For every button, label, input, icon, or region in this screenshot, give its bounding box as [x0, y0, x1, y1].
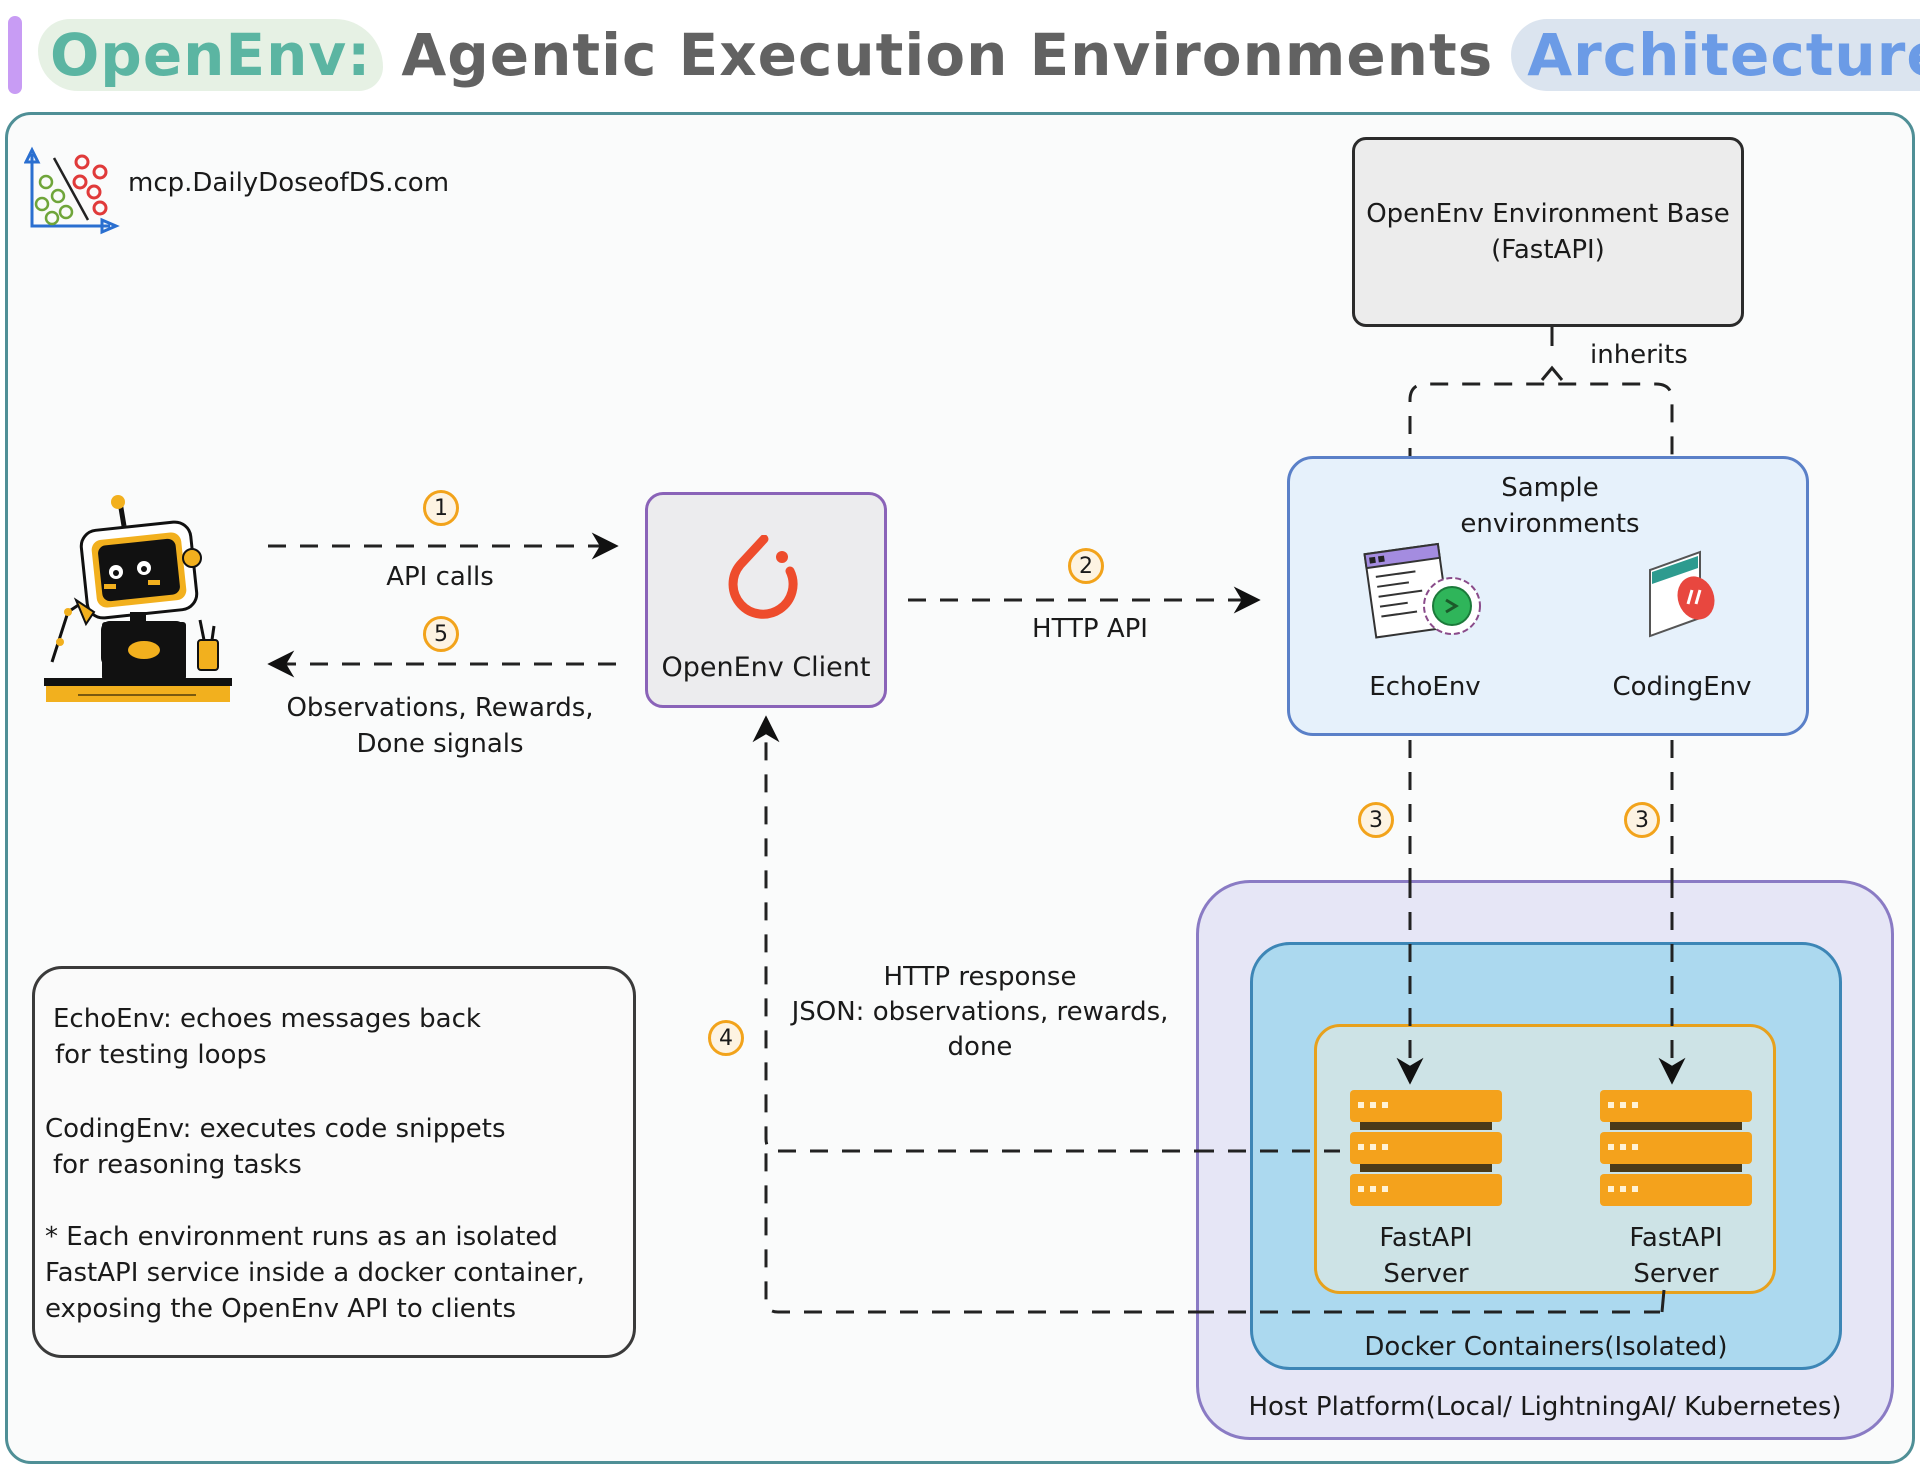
- step-badge-4: 4: [708, 1020, 744, 1056]
- scatter-classifier-icon: [24, 146, 120, 235]
- response-label-line3: done: [947, 1032, 1013, 1062]
- edge-response-2: [764, 1151, 1666, 1314]
- notes-panel: EchoEnv: echoes messages back for testin…: [32, 966, 636, 1358]
- response-label: HTTP response JSON: observations, reward…: [770, 960, 1190, 1065]
- http-api-label: HTTP API: [1032, 614, 1148, 644]
- code-window-icon: [1649, 550, 1715, 638]
- docker-label: Docker Containers(Isolated): [1364, 1332, 1728, 1362]
- note-coding-line2: for reasoning tasks: [53, 1150, 302, 1180]
- title-accent-bar: [8, 16, 22, 94]
- fastapi-server-label-echo: FastAPI Server: [1346, 1220, 1506, 1292]
- observations-label-line2: Done signals: [356, 729, 524, 759]
- echoenv-label: EchoEnv: [1369, 672, 1481, 702]
- title-openenv: OpenEnv:: [38, 19, 384, 91]
- step-badge-3-coding: 3: [1624, 802, 1660, 838]
- fastapi-server-icon-echo: [1350, 1090, 1502, 1208]
- note-footnote-line1: * Each environment runs as an isolated: [45, 1222, 558, 1252]
- note-coding-line1: CodingEnv: executes code snippets: [45, 1114, 506, 1144]
- observations-label: Observations, Rewards, Done signals: [270, 690, 610, 762]
- server-label-line1: FastAPI: [1629, 1223, 1723, 1253]
- step-badge-2: 2: [1068, 548, 1104, 584]
- note-footnote-line3: exposing the OpenEnv API to clients: [45, 1294, 517, 1324]
- observations-label-line1: Observations, Rewards,: [286, 693, 594, 723]
- note-footnote: * Each environment runs as an isolated F…: [45, 1219, 585, 1327]
- base-title: OpenEnv Environment Base: [1366, 199, 1730, 229]
- note-echo-line2: for testing loops: [55, 1040, 267, 1070]
- note-footnote-line2: FastAPI service inside a docker containe…: [45, 1258, 585, 1288]
- sample-title-line1: Sample: [1501, 473, 1599, 503]
- step-badge-3-echo: 3: [1358, 802, 1394, 838]
- inherits-label: inherits: [1590, 340, 1688, 370]
- title-architecture: Architecture: [1511, 19, 1920, 91]
- step-badge-1: 1: [423, 490, 459, 526]
- page-title: OpenEnv: Agentic Execution Environments …: [38, 10, 1920, 100]
- edge-response-1: [752, 715, 1340, 1153]
- edge-inherits: [1408, 382, 1674, 536]
- logo-text: mcp.DailyDoseofDS.com: [128, 168, 450, 198]
- server-label-line2: Server: [1383, 1259, 1469, 1289]
- response-label-line1: HTTP response: [883, 962, 1077, 992]
- browser-gear-icon: [1363, 542, 1481, 639]
- environment-base-node: OpenEnv Environment Base (FastAPI): [1352, 137, 1744, 327]
- step-badge-5: 5: [423, 616, 459, 652]
- fastapi-server-label-coding: FastAPI Server: [1596, 1220, 1756, 1292]
- fastapi-server-icon-coding: [1600, 1090, 1752, 1208]
- note-echo: EchoEnv: echoes messages back for testin…: [53, 1001, 481, 1073]
- pytorch-flame-icon: [728, 535, 798, 619]
- note-coding: CodingEnv: executes code snippets for re…: [45, 1111, 506, 1183]
- server-label-line2: Server: [1633, 1259, 1719, 1289]
- response-label-line2: JSON: observations, rewards,: [791, 997, 1169, 1027]
- sample-title-line2: environments: [1460, 509, 1640, 539]
- title-main: Agentic Execution Environments: [401, 21, 1494, 89]
- server-label-line1: FastAPI: [1379, 1223, 1473, 1253]
- sample-title: Sample environments: [1440, 470, 1660, 542]
- note-echo-line1: EchoEnv: echoes messages back: [53, 1004, 481, 1034]
- host-platform-label: Host Platform(Local/ LightningAI/ Kubern…: [1248, 1392, 1842, 1422]
- client-label: OpenEnv Client: [661, 652, 871, 683]
- api-calls-label: API calls: [386, 562, 494, 592]
- robot-at-desk-icon: [44, 495, 232, 702]
- codingenv-label: CodingEnv: [1612, 672, 1752, 702]
- openenv-client-node: OpenEnv Client: [645, 492, 887, 708]
- base-subtitle: (FastAPI): [1491, 235, 1605, 265]
